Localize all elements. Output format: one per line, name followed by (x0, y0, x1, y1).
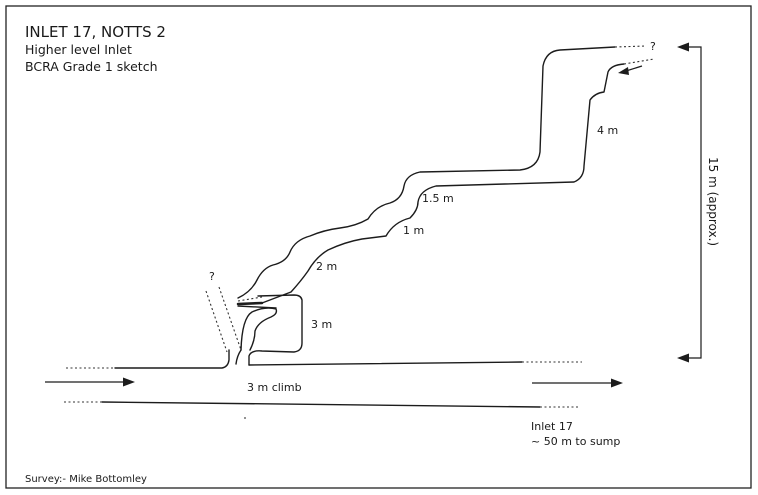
unexplored-aven-right-wall (218, 286, 242, 351)
climb-3m-lip-dark (236, 301, 264, 306)
main-passage-upper-wall-right (248, 361, 523, 366)
unexplored-aven-question: ? (209, 270, 215, 283)
flow-arrow-right-head (611, 378, 623, 388)
sketch-title: INLET 17, NOTTS 2 (25, 23, 166, 41)
aven-base-wall (235, 349, 242, 365)
main-passage-upper-wall-left (114, 349, 230, 369)
inlet-sump-distance-label: ~ 50 m to sump (531, 435, 620, 448)
inlet-upper-wall (237, 46, 616, 299)
survey-credit: Survey:- Mike Bottomley (25, 474, 147, 485)
inlet-lower-continuation (623, 58, 655, 65)
height-dimension-line (688, 46, 702, 359)
pitch-1-5m-label: 1.5 m (422, 192, 454, 205)
survey-station-mark (244, 417, 246, 419)
inlet-name-label: Inlet 17 (531, 420, 573, 433)
height-dimension-label: 15 m (approx.) (706, 157, 720, 246)
climb-3m-height-label: 3 m (311, 318, 332, 331)
climb-3m-lip-dotted (237, 296, 263, 302)
inlet-lower-wall (261, 63, 625, 304)
pitch-2m-label: 2 m (316, 260, 337, 273)
sketch-frame (5, 5, 752, 489)
climb-3m-lip (237, 305, 277, 309)
height-dimension-arrow-bottom (677, 353, 689, 363)
height-dimension-arrow-top (677, 42, 689, 52)
unexplored-aven-left-wall (205, 290, 228, 353)
pitch-4m-label: 4 m (597, 124, 618, 137)
sketch-subtitle: Higher level Inlet (25, 42, 132, 57)
flow-arrow-left-head (123, 377, 135, 387)
inlet-upper-continuation (614, 45, 647, 48)
inlet-top-question: ? (650, 40, 656, 53)
climb-3m-label: 3 m climb (247, 381, 302, 394)
inflow-arrow-line (625, 65, 643, 72)
climb-3m-wall (248, 294, 303, 366)
main-passage-lower-wall (101, 401, 541, 408)
sketch-grade: BCRA Grade 1 sketch (25, 59, 158, 74)
pitch-1m-label: 1 m (403, 224, 424, 237)
climb-3m-inner-wall (240, 307, 278, 351)
inflow-arrow-head (618, 67, 629, 75)
